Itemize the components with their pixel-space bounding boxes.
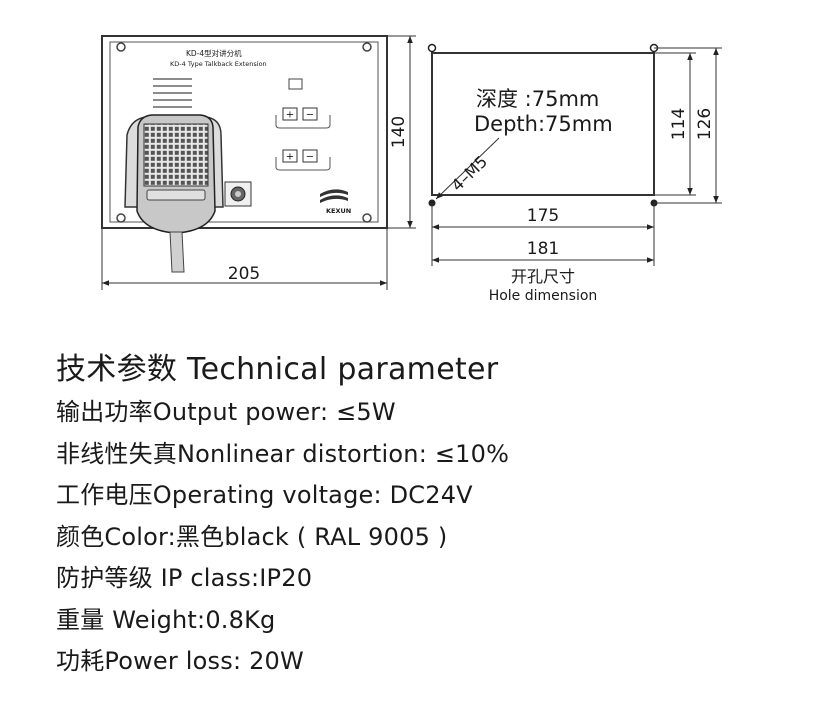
spec-nonlinear-distortion: 非线性失真Nonlinear distortion: ≤10% [56, 439, 510, 468]
cutout-outer-height-label: 126 [695, 108, 715, 140]
mount-hole-icon [116, 213, 126, 223]
cutout-inner-width-label: 175 [527, 206, 559, 226]
spec-weight: 重量 Weight:0.8Kg [56, 605, 276, 634]
minus-button[interactable] [302, 149, 318, 163]
cutout-inner-width-dimension [431, 203, 655, 266]
spec-power-loss: 功耗Power loss: 20W [56, 647, 304, 675]
ptt-button [146, 189, 206, 201]
depth-label-cn: 深度 :75mm [476, 87, 599, 111]
cutout-height-dimensions [654, 47, 722, 204]
front-height-dimension [387, 35, 416, 229]
cutout-caption-en: Hole dimension [489, 288, 598, 304]
spec-ip-class: 防护等级 IP class:IP20 [56, 564, 313, 592]
front-view: KD-4型对讲分机 KD-4 Type Talkback Extension +… [101, 35, 416, 290]
device-model-en: KD-4 Type Talkback Extension [170, 60, 267, 68]
parameters-title: 技术参数 Technical parameter [56, 352, 499, 387]
plus-icon: + [286, 152, 294, 163]
screw-spec-label: 4–M5 [448, 152, 492, 195]
microphone-grille [143, 123, 209, 187]
indicator-window [288, 78, 303, 90]
cutout-view: 深度 :75mm Depth:75mm 4–M5 175 181 114 126… [427, 43, 722, 304]
front-panel-face [109, 41, 379, 223]
front-height-label: 140 [389, 116, 409, 148]
front-width-dimension [101, 228, 388, 290]
technical-drawing: KD-4型对讲分机 KD-4 Type Talkback Extension +… [101, 35, 722, 304]
plus-button[interactable] [282, 149, 298, 163]
front-width-label: 205 [228, 264, 260, 284]
kexun-logo-icon [320, 189, 348, 203]
cutout-outline [431, 52, 655, 196]
front-panel-outline [101, 35, 388, 229]
spec-output-power: 输出功率Output power: ≤5W [56, 398, 396, 426]
cutout-caption-cn: 开孔尺寸 [511, 267, 575, 286]
screw-hole-icon [427, 43, 437, 53]
plus-icon: + [286, 110, 294, 121]
cutout-inner-height-label: 114 [669, 108, 689, 140]
mount-hole-icon [116, 42, 126, 52]
mount-hole-icon [362, 42, 372, 52]
microphone-cable [169, 231, 185, 273]
minus-icon: − [306, 110, 314, 121]
technical-parameters: 技术参数 Technical parameter 输出功率Output powe… [56, 350, 816, 683]
volume-control-group-2: + − [275, 149, 331, 171]
speaker-grille-slots [153, 78, 192, 108]
screw-leader-line [435, 137, 500, 200]
device-model-cn: KD-4型对讲分机 [186, 48, 242, 58]
spec-operating-voltage: 工作电压Operating voltage: DC24V [56, 481, 473, 509]
depth-label-en: Depth:75mm [474, 112, 613, 136]
mic-connector-socket [224, 181, 252, 207]
plus-button[interactable] [282, 107, 298, 121]
minus-button[interactable] [302, 107, 318, 121]
cutout-outer-width-label: 181 [527, 239, 559, 259]
spec-color: 颜色Color:黑色black ( RAL 9005 ) [56, 522, 448, 551]
brand-name: KEXUN [326, 207, 351, 215]
mount-hole-icon [362, 213, 372, 223]
volume-control-group-1: + − [275, 107, 331, 129]
minus-icon: − [306, 152, 314, 163]
